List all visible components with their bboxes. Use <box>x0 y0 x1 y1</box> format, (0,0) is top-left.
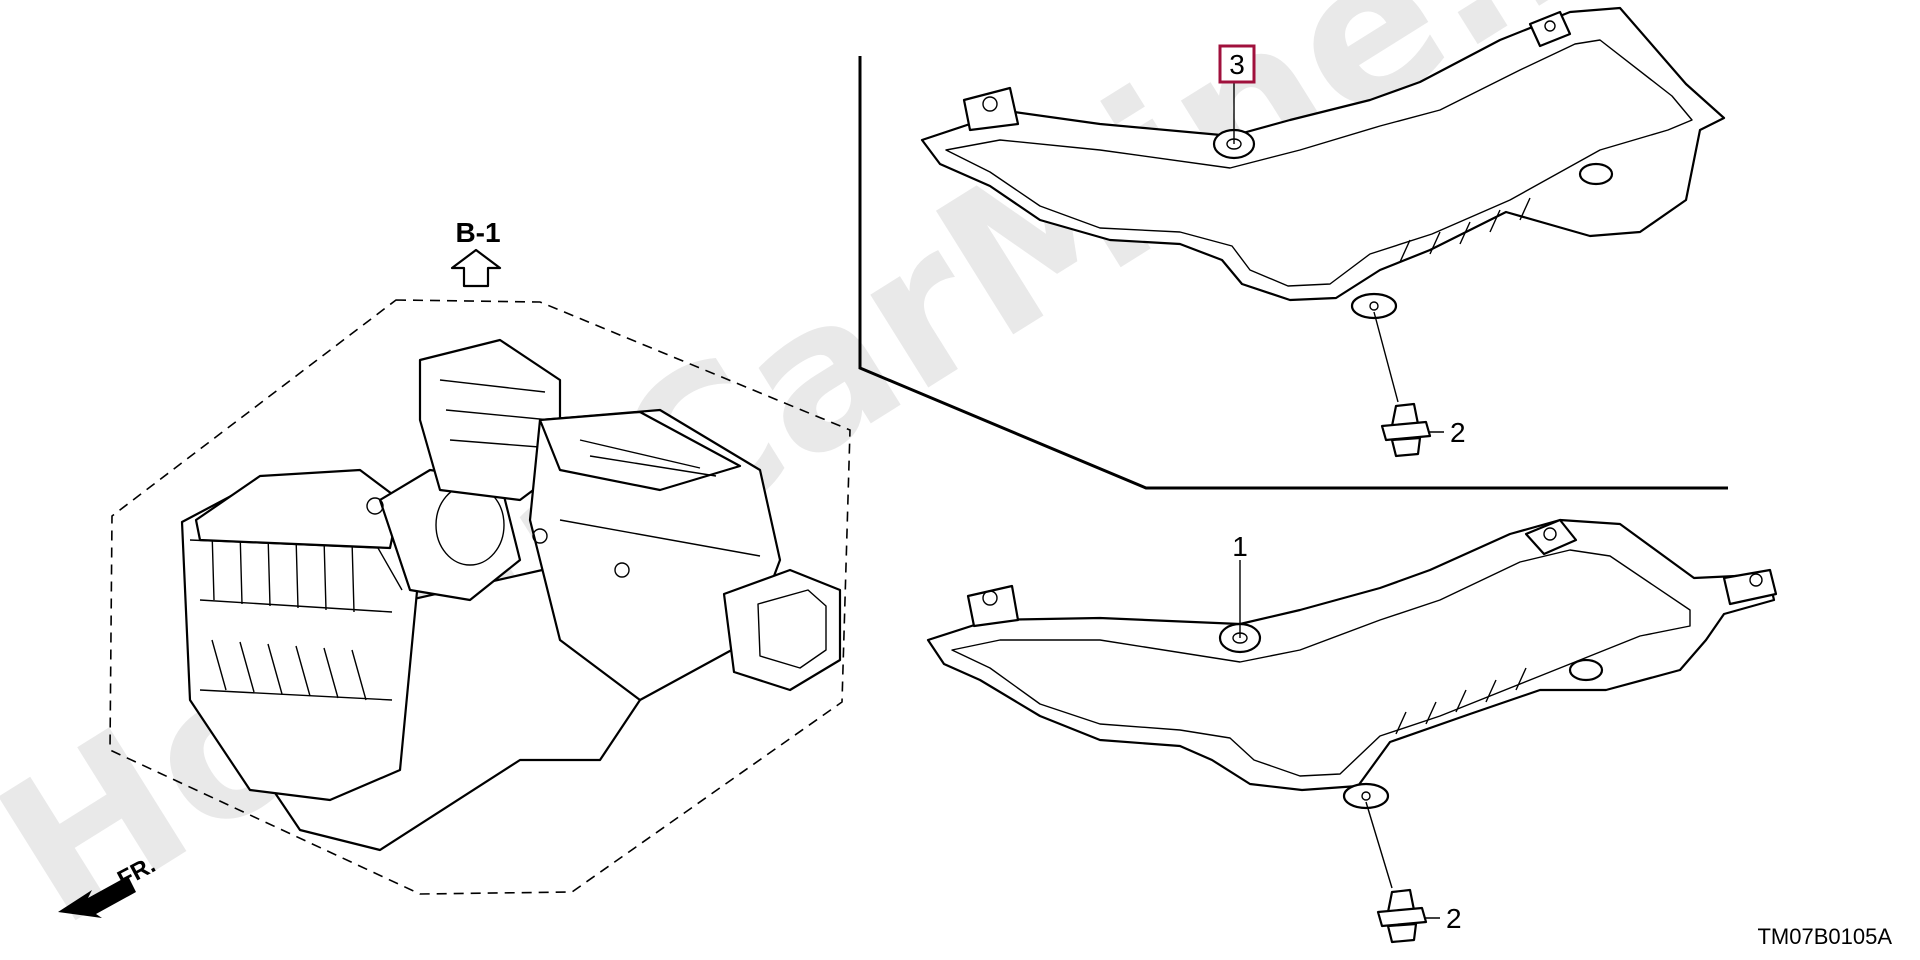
duct-part-1 <box>926 518 1778 810</box>
callout-part-2-lower: 2 <box>1446 903 1462 934</box>
assembly-dashed-outline <box>109 299 851 895</box>
section-ref-label: B-1 <box>455 217 500 248</box>
section-ref-group[interactable]: B-1 <box>450 217 502 288</box>
front-arrow-icon <box>58 876 136 918</box>
part-3-highlight-box <box>1218 44 1256 84</box>
leader-line-part-2-upper <box>1373 311 1399 403</box>
callout-part-3: 3 <box>1229 49 1245 80</box>
air-cleaner-assembly <box>180 338 842 852</box>
duct-part-3 <box>920 6 1726 320</box>
diagram-code: TM07B0105A <box>1757 924 1892 949</box>
callout-part-2-upper: 2 <box>1450 417 1466 448</box>
fastener-2-upper <box>1380 402 1432 458</box>
inset-frame-lines <box>858 56 1728 490</box>
fastener-2-lower <box>1376 888 1428 944</box>
up-arrow-icon <box>450 248 502 288</box>
callout-part-1: 1 <box>1232 531 1248 562</box>
leader-line-part-2-lower <box>1365 801 1393 889</box>
